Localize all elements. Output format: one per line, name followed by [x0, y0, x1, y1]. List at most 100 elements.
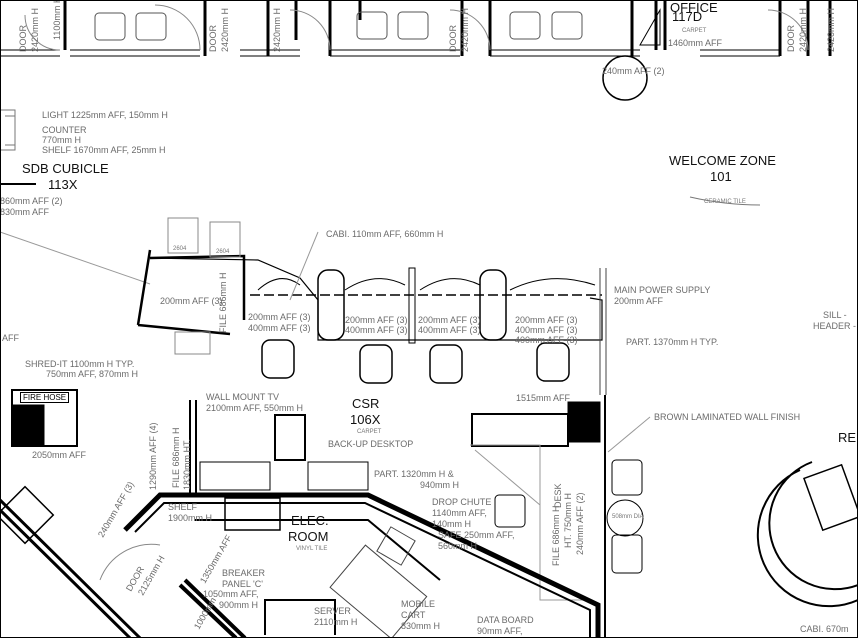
note-aff-830: 830mm AFF [0, 207, 50, 217]
note-part-1320b: 940mm H [420, 480, 460, 490]
note-counter: COUNTER [42, 125, 87, 135]
note-wall-tv: WALL MOUNT TV [206, 392, 280, 402]
note-1100: 1100mm H [52, 0, 62, 40]
note-shelf-bottom: SHELF [168, 502, 198, 512]
chair-code-1: 2604 [173, 246, 187, 252]
note-desk-aff: 240mm AFF (2) [575, 492, 585, 555]
note-main-power-h: 200mm AFF [614, 296, 664, 306]
safe-box [567, 401, 601, 443]
note-mobile-3: 830mm H [401, 621, 441, 631]
cabi-leader [289, 231, 319, 301]
csr-room-name: CSR [352, 396, 380, 411]
wall-posts [63, 0, 832, 56]
note-part-1370: PART. 1370mm H TYP. [626, 337, 719, 347]
note-safe-2: 560mm H [438, 541, 478, 551]
breaker-panel [224, 497, 281, 531]
fire-hose-label: FIRE HOSE [20, 392, 70, 403]
note-aff-400-1: 400mm AFF (3) [248, 323, 311, 333]
door-arc-4 [767, 9, 809, 51]
sdb-room-number: 113X [48, 177, 78, 192]
note-aff-left: AFF [2, 333, 19, 343]
csr-desk-2 [307, 461, 369, 491]
note-door-2: DOOR [208, 25, 218, 52]
note-door-h-1: 2420mm H [30, 7, 40, 52]
chair-top-5 [551, 11, 583, 40]
mobile-cart [329, 544, 428, 638]
note-mobile-2: CART [401, 610, 426, 620]
note-breaker-4: 900mm H [219, 600, 259, 610]
chair-top-2 [135, 12, 167, 41]
note-aff-2050: 2050mm AFF [32, 450, 87, 460]
office-triangle [639, 8, 661, 46]
welcome-room-name: WELCOME ZONE [669, 153, 776, 168]
note-breaker-3: 1050mm AFF, [203, 589, 259, 599]
light-marker [0, 109, 16, 151]
wall-top-right [490, 49, 780, 57]
note-drop-3: 140mm H [432, 519, 472, 529]
chair-top-4 [509, 11, 541, 40]
note-door-h-4: 2420mm H [798, 7, 808, 52]
diag-leader [0, 231, 151, 285]
door-2125-arc [99, 543, 161, 581]
note-door-h-3: 2420mm H [460, 7, 470, 52]
note-desk-ht: HT. 750mm H [563, 492, 573, 548]
chair-seat-4 [536, 342, 570, 382]
note-aff-200-5: 200mm AFF (3) [515, 315, 578, 325]
note-aff-400-3: 400mm AFF (3) [418, 325, 481, 335]
chair-cubicle-b [479, 269, 507, 341]
note-data-board: DATA BOARD [477, 615, 534, 625]
csr-room-number: 106X [350, 412, 381, 427]
welcome-tile-mark [689, 196, 761, 206]
note-cabi: CABI. 110mm AFF, 660mm H [326, 229, 444, 239]
door-arc-1 [154, 4, 201, 51]
office-floor-finish: CARPET [682, 28, 707, 34]
note-door-3: DOOR [448, 25, 458, 52]
chair-seat-3 [429, 344, 463, 384]
note-main-power: MAIN POWER SUPPLY [614, 285, 711, 295]
elec-room-number: ROOM [288, 529, 329, 544]
reception-arc [756, 461, 858, 608]
server-rack [264, 599, 336, 635]
elec-lower-wall [178, 578, 247, 638]
note-shred: SHRED-IT 1100mm H TYP. [25, 359, 135, 369]
note-brown: BROWN LAMINATED WALL FINISH [654, 412, 801, 422]
csr-floor-finish: CARPET [357, 429, 382, 435]
drop-chute [376, 526, 416, 566]
note-aff-240: 240mm AFF (2) [602, 66, 665, 76]
note-2420-1: 2420mm H [272, 7, 282, 52]
brown-leader [607, 416, 651, 453]
note-desk: DESK [553, 483, 563, 508]
note-sill: SILL - [823, 310, 847, 320]
note-file-c: FILE 686mm H [551, 505, 561, 566]
note-aff-200-1: 200mm AFF (3) [160, 296, 223, 306]
reception-desk [803, 463, 858, 532]
note-shelf-bottom-2: 1900mm H [168, 513, 213, 523]
note-server-2: 2110mm H [314, 617, 358, 627]
note-cabi-670: CABI. 670m [800, 624, 849, 634]
welcome-floor-finish: CERAMIC TILE [704, 199, 746, 205]
note-safe: SAFE 250mm AFF, [438, 530, 515, 540]
note-ht-1830: 1830mm HT. [182, 438, 192, 490]
wall-top-mid [240, 49, 460, 57]
round-table [606, 499, 644, 537]
round-table-dia: 508mm DIA [612, 514, 644, 520]
chair-right-2 [611, 534, 643, 574]
note-aff-400-2: 400mm AFF (3) [345, 325, 408, 335]
elec-room-name: ELEC. [291, 513, 329, 528]
note-mobile: MOBILE [401, 599, 436, 609]
note-aff-1290: 1290mm AFF (4) [148, 422, 158, 490]
csr-inner-lines [470, 444, 590, 601]
note-light: LIGHT 1225mm AFF, 150mm H [42, 110, 168, 120]
note-shelf-top: SHELF 1670mm AFF, 25mm H [42, 145, 166, 155]
csr-desk-1 [199, 461, 271, 491]
note-2420-right: 2420mm H [826, 7, 836, 52]
chair-seat-2 [359, 344, 393, 384]
note-door-h-2: 2420mm H [220, 7, 230, 52]
elec-room-wall-inner [134, 502, 591, 638]
note-breaker: BREAKER [222, 568, 266, 578]
chair-top-1 [94, 12, 126, 41]
note-data-board-2: 90mm AFF, [477, 626, 523, 636]
chair-ghost-1 [167, 217, 241, 258]
chair-code-2: 2604 [216, 249, 230, 255]
